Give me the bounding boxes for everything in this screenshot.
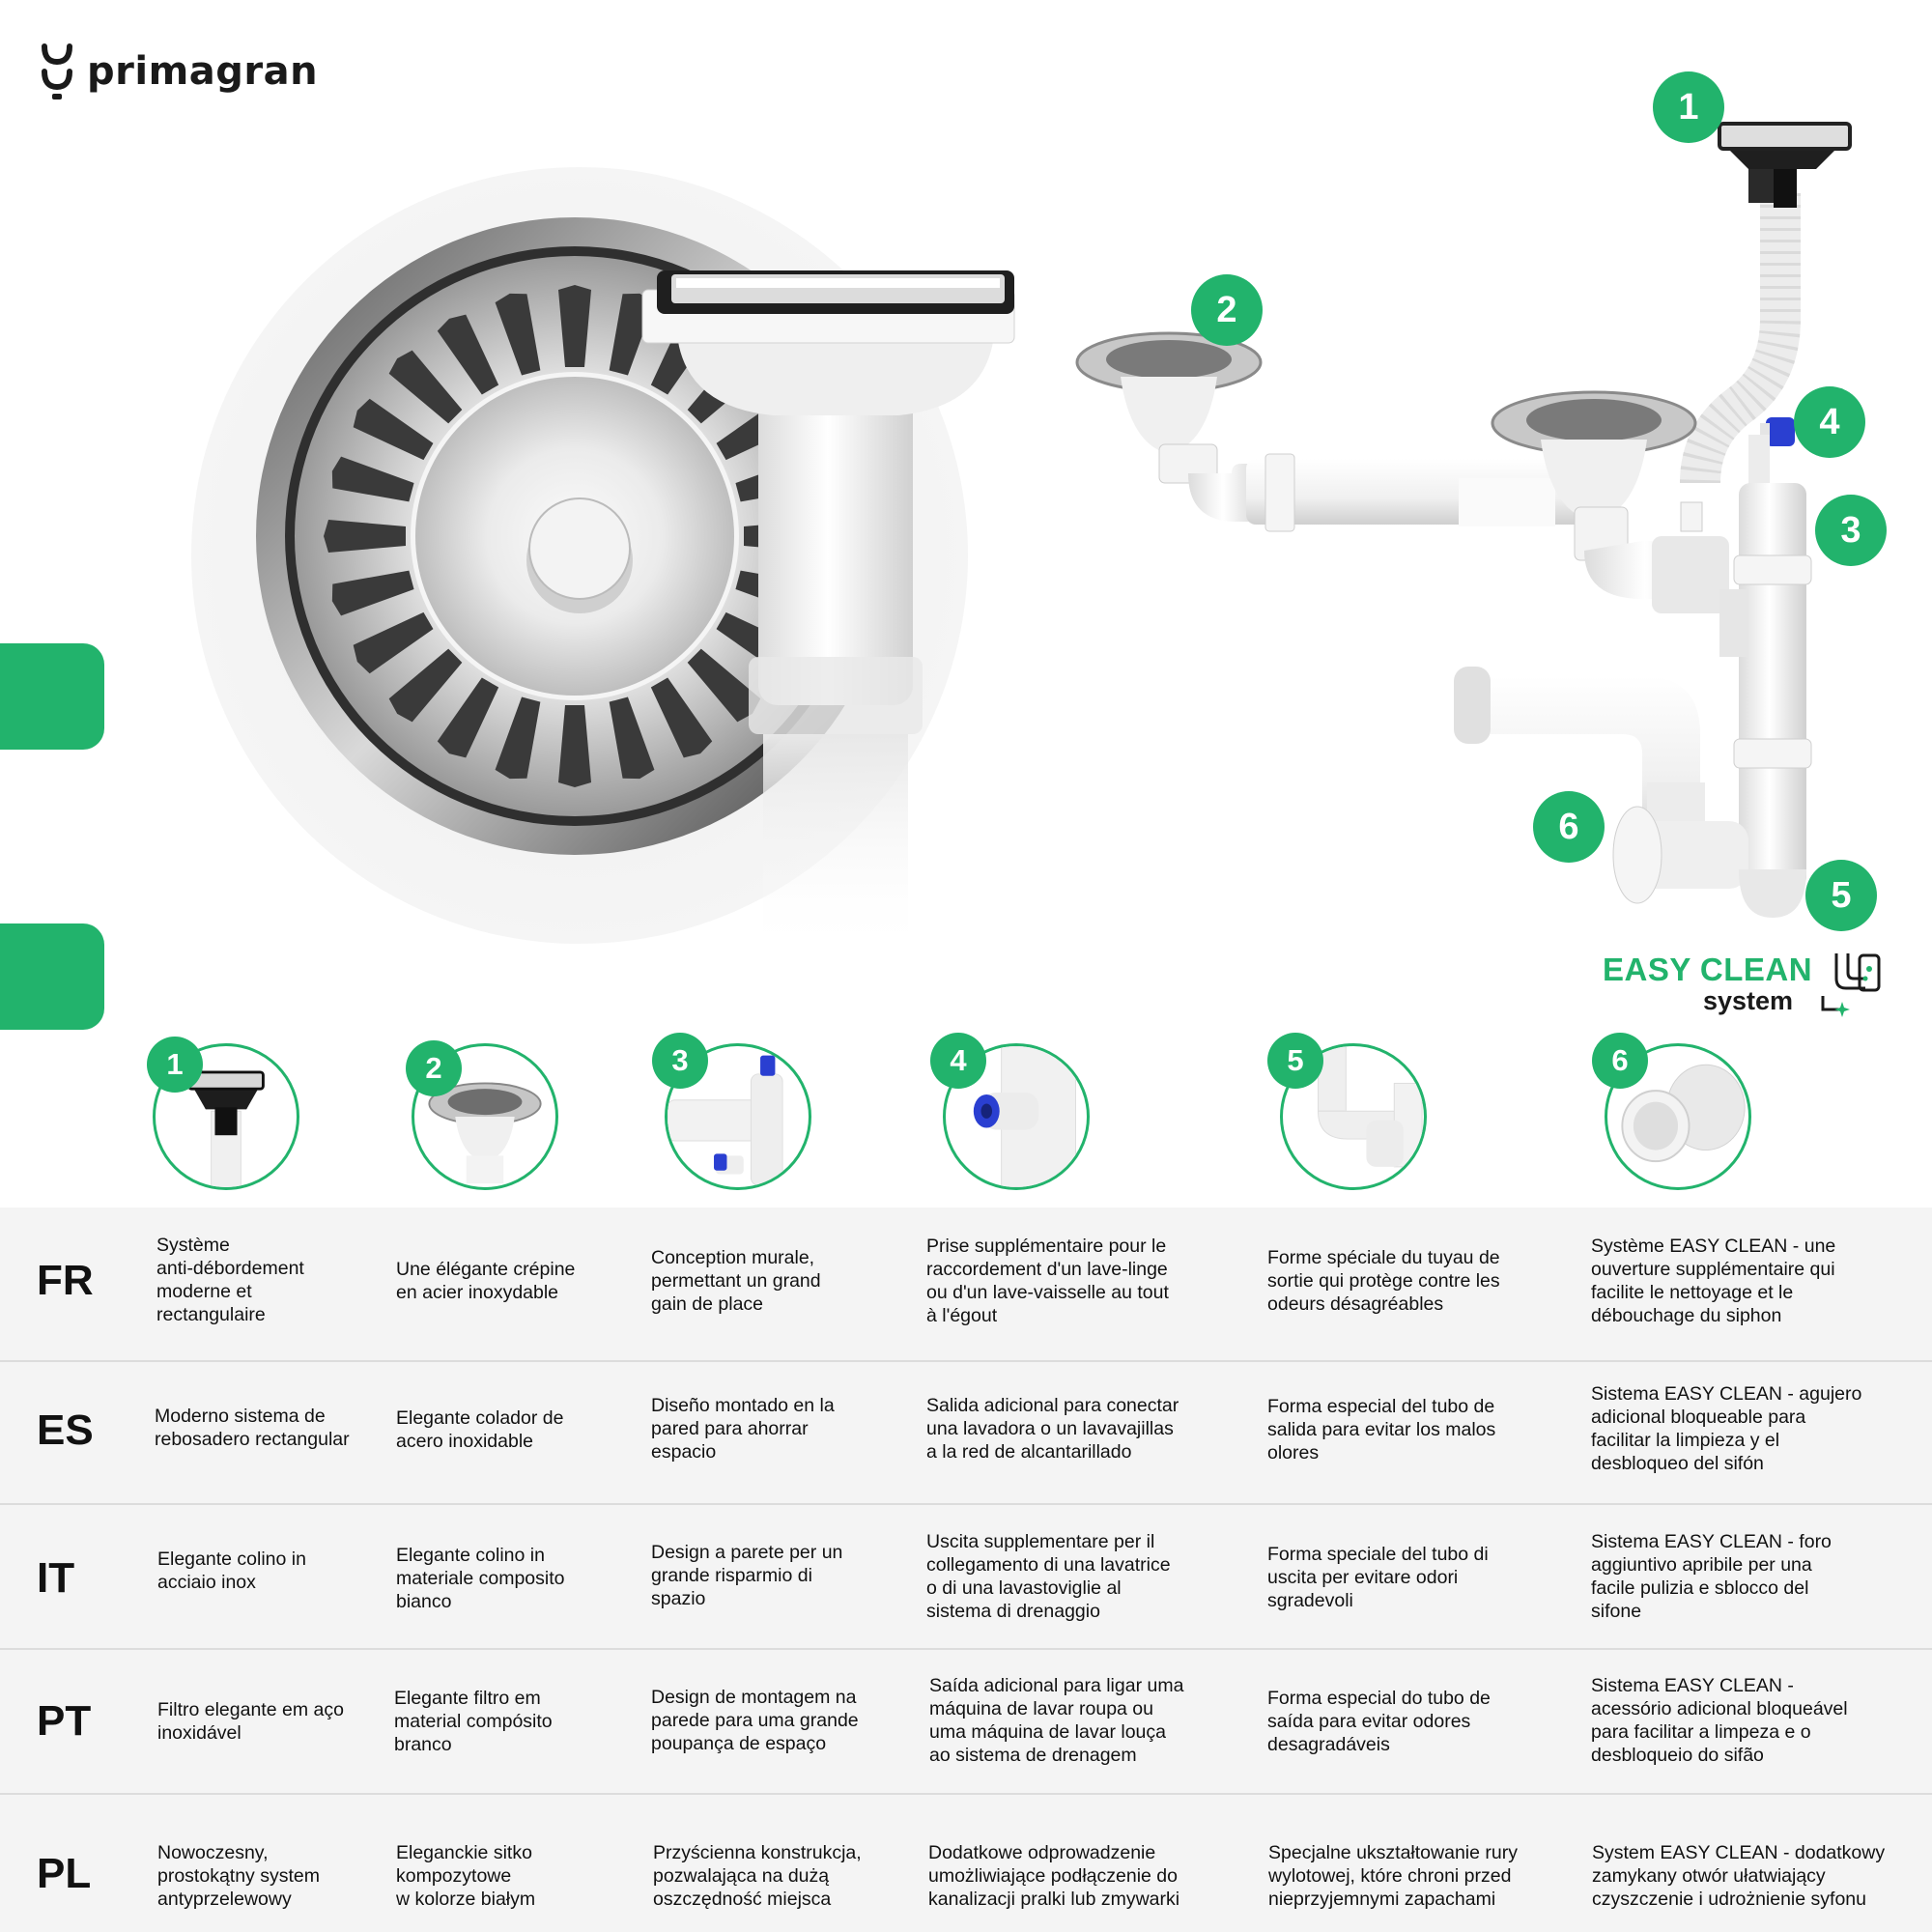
table-cell: Sistema EASY CLEAN - agujero adicional b… <box>1591 1383 1862 1474</box>
strainer-icon <box>428 1082 542 1184</box>
table-cell: Système EASY CLEAN - une ouverture suppl… <box>1591 1236 1836 1326</box>
table-cell: Design de montagem na parede para uma gr… <box>651 1687 859 1754</box>
table-cell: Elegante filtro em material compósito br… <box>394 1688 553 1755</box>
table-cell: Forme spéciale du tuyau de sortie qui pr… <box>1267 1247 1500 1315</box>
lang-code: ES <box>37 1406 94 1454</box>
feature-number-2: 2 <box>406 1040 462 1096</box>
feature-thumb-overflow <box>153 1043 299 1190</box>
table-cell: Dodatkowe odprowadzenie umożliwiające po… <box>928 1842 1180 1910</box>
lang-code: FR <box>37 1257 94 1304</box>
feature-number-6: 6 <box>1592 1033 1648 1089</box>
siphon-sparkle-icon <box>1821 953 1881 1017</box>
table-cell: Elegante colino in acciaio inox <box>157 1548 306 1593</box>
table-cell: Moderno sistema de rebosadero rectangula… <box>155 1406 350 1450</box>
table-cell: Forma especial do tubo de saída para evi… <box>1267 1688 1491 1755</box>
easy-clean-subtitle: system <box>1703 986 1794 1015</box>
hero-badge-2: 2 <box>1216 289 1237 330</box>
translation-table: FR Système anti-débordement moderne et r… <box>0 1208 1932 1932</box>
table-cell: Nowoczesny, prostokątny system antyprzel… <box>157 1842 320 1910</box>
overflow-icon <box>187 1070 265 1187</box>
table-cell: Système anti-débordement moderne et rect… <box>156 1235 304 1325</box>
hero-badge-5: 5 <box>1831 874 1852 916</box>
table-cell: Specjalne ukształtowanie rury wylotowej,… <box>1268 1842 1518 1910</box>
feature-number-5: 5 <box>1267 1033 1323 1089</box>
table-cell: Forma speciale del tubo di uscita per ev… <box>1267 1544 1489 1611</box>
table-cell: Przyścienna konstrukcja, pozwalająca na … <box>653 1842 862 1910</box>
feature-thumb-extra-outlet <box>943 1043 1090 1190</box>
brand-name: primagran <box>87 49 319 94</box>
table-row-pl: PL Nowoczesny, prostokątny system antypr… <box>0 1795 1932 1932</box>
feature-thumb-easy-clean <box>1605 1043 1751 1190</box>
table-cell: Elegante colino in materiale composito b… <box>396 1545 565 1612</box>
wall-mount-icon <box>668 1055 783 1186</box>
feature-number-3: 3 <box>652 1033 708 1089</box>
table-cell: Prise supplémentaire pour le raccordemen… <box>926 1236 1169 1326</box>
hero-badge-4: 4 <box>1819 401 1840 442</box>
easy-clean-title: EASY CLEAN <box>1603 952 1813 987</box>
hero-badge-1: 1 <box>1678 86 1699 128</box>
table-cell: Forma especial del tubo de salida para e… <box>1267 1396 1496 1463</box>
table-row-fr: FR Système anti-débordement moderne et r… <box>0 1208 1932 1362</box>
table-row-pt: PT Filtro elegante em aço inoxidável Ele… <box>0 1650 1932 1795</box>
lang-code: PT <box>37 1697 92 1745</box>
table-cell: Saída adicional para ligar uma máquina d… <box>929 1675 1184 1766</box>
feature-thumb-outlet-shape <box>1280 1043 1427 1190</box>
lang-code: IT <box>37 1554 75 1602</box>
table-cell: Uscita supplementare per il collegamento… <box>926 1531 1171 1622</box>
table-row-es: ES Moderno sistema de rebosadero rectang… <box>0 1362 1932 1505</box>
table-cell: Sistema EASY CLEAN - foro aggiuntivo apr… <box>1591 1531 1832 1622</box>
cleanout-cap-icon <box>1621 1064 1746 1163</box>
table-cell: Diseño montado en la pared para ahorrar … <box>651 1395 835 1463</box>
overflow-unit-large <box>641 270 1015 956</box>
table-cell: Une élégante crépine en acier inoxydable <box>396 1259 576 1303</box>
feature-number-4: 4 <box>930 1033 986 1089</box>
siphon-assembly <box>1075 122 1852 918</box>
easy-clean-logo: EASY CLEAN system <box>1599 952 1889 1019</box>
table-cell: Conception murale, permettant un grand g… <box>651 1247 821 1315</box>
side-tab-lower <box>0 923 104 1030</box>
table-row-it: IT Elegante colino in acciaio inox Elega… <box>0 1505 1932 1650</box>
hero-badge-6: 6 <box>1558 806 1579 847</box>
lang-code: PL <box>37 1850 92 1897</box>
table-cell: Filtro elegante em aço inoxidável <box>157 1699 344 1744</box>
table-cell: Design a parete per un grande risparmio … <box>651 1542 843 1609</box>
table-cell: Eleganckie sitko kompozytowe w kolorze b… <box>396 1842 536 1910</box>
feature-number-1: 1 <box>147 1037 203 1093</box>
extra-outlet-icon <box>973 1046 1076 1187</box>
brand-mark-icon <box>42 43 72 99</box>
hero-badges <box>1191 71 1887 931</box>
hero-illustration: (function(){ var g=document.currentScrip… <box>191 71 1887 956</box>
table-cell: Elegante colador de acero inoxidable <box>396 1407 564 1452</box>
hero-badge-3: 3 <box>1840 509 1861 551</box>
side-tab-upper <box>0 643 104 750</box>
table-cell: Sistema EASY CLEAN - acessório adicional… <box>1591 1675 1848 1766</box>
brand-logo: primagran <box>41 41 318 102</box>
table-cell: Salida adicional para conectar una lavad… <box>926 1395 1179 1463</box>
table-cell: System EASY CLEAN - dodatkowy zamykany o… <box>1592 1842 1886 1910</box>
